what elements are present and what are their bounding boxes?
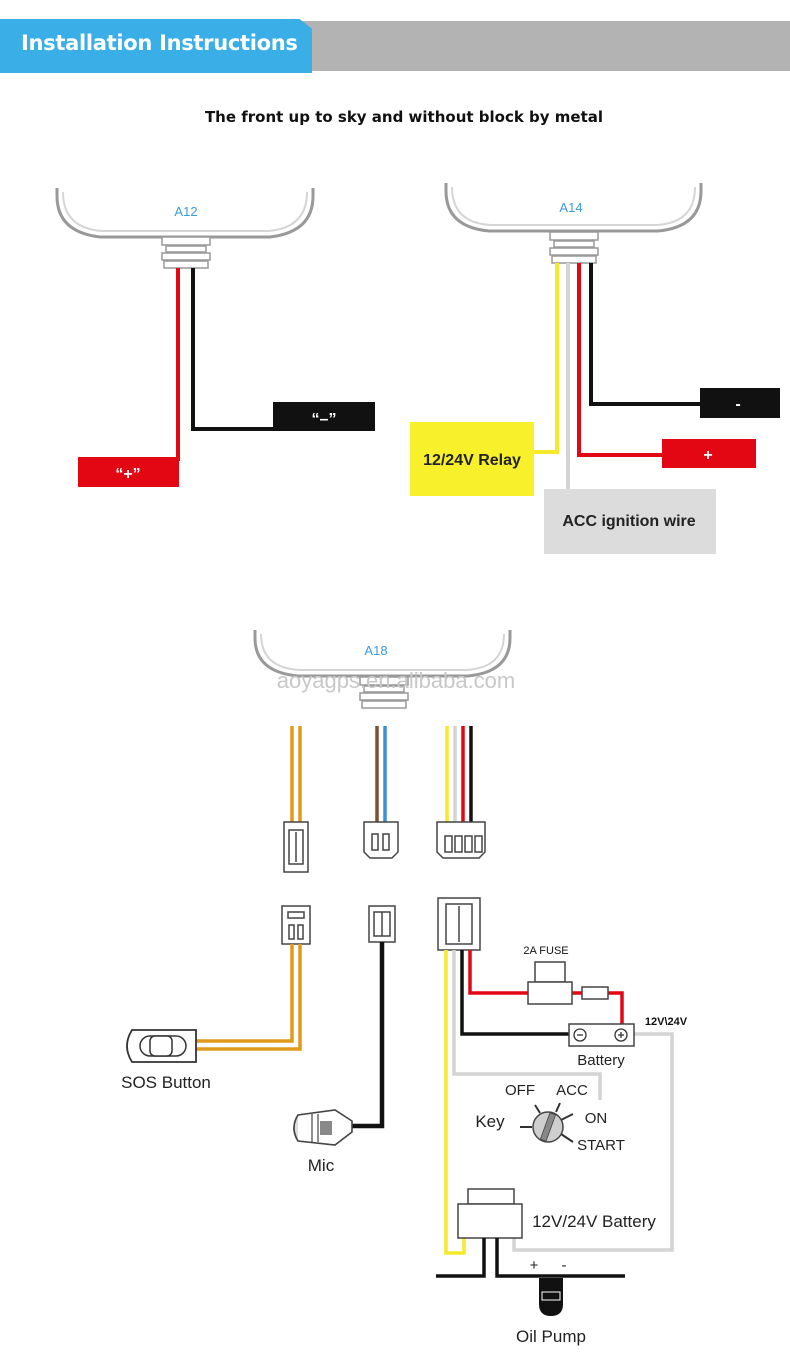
page-subtitle: The front up to sky and without block by… [204,108,604,126]
key-off-label: OFF [505,1082,535,1099]
pump-wire-right [495,1238,625,1278]
sos-button-label: SOS Button [121,1073,211,1092]
a18-gray-wire [452,950,602,1100]
battery-return-wire [512,1032,674,1252]
a18-model-label: A18 [364,643,387,658]
acc-box [544,489,716,554]
a12-black-wire [191,268,280,431]
mic-icon [293,1109,353,1146]
header-tab [0,19,312,73]
mic-connector-female [368,905,396,943]
battery-icon [568,1023,635,1047]
oil-pump-icon [539,1278,563,1316]
acc-label: ACC ignition wire [562,513,695,530]
a12-minus-tag [273,402,375,431]
a12-plus-label: “+” [115,466,140,483]
watermark: aoyagps.en.alibaba.com [277,668,516,693]
key-on-label: ON [585,1110,608,1127]
sos-connector-female [281,905,311,945]
a18-red-wire-3 [608,991,624,1026]
device-a14: A14 [444,183,703,264]
power-connector-male [436,821,486,859]
a14-minus-tag [700,388,780,418]
relay-label: 12/24V Relay [423,452,521,469]
voltage-label: 12V\24V [645,1016,688,1028]
oil-pump-label: Oil Pump [516,1327,586,1346]
a14-black-wire [589,263,702,406]
pump-wire-left [436,1238,486,1278]
sos-connector-male [283,821,309,873]
power-cable-stub [445,726,473,822]
mic-wire [346,942,385,1129]
power-connector-female [437,897,481,951]
a14-yellow-wire [530,263,559,454]
sos-cable-stub [290,726,302,822]
a14-plus-label: + [703,447,712,464]
device-a18: A18 [253,630,512,709]
a14-model-label: A14 [559,200,582,215]
a14-minus-label: - [735,396,740,413]
relay-box [410,422,534,496]
a12-model-label: A12 [174,204,197,219]
a12-plus-tag [78,457,179,487]
device-a12: A12 [55,188,315,269]
mic-label: Mic [308,1156,335,1175]
page-title: Installation Instructions [21,31,298,55]
vehicle-battery-label: 12V/24V Battery [532,1212,656,1231]
vehicle-battery-icon [457,1188,523,1239]
a18-red-wire [468,950,528,995]
a18-yellow-wire [444,950,466,1255]
mic-connector-male [363,821,399,859]
pump-plus-label: + [530,1257,539,1274]
fuse-icon [527,961,609,1005]
pump-minus-label: - [562,1257,567,1274]
a18-black-wire [460,950,570,1036]
a14-plus-tag [662,439,756,468]
key-start-label: START [577,1137,625,1154]
key-acc-label: ACC [556,1082,588,1099]
sos-button-icon [126,1029,197,1063]
sos-wire-a [196,944,294,1043]
key-label: Key [475,1112,505,1131]
a12-red-wire [90,268,180,461]
a12-minus-label: “–” [312,411,337,428]
a14-red-wire [577,263,665,457]
sos-wire-b [196,944,302,1051]
battery-label: Battery [577,1052,625,1069]
ignition-key-icon [520,1102,574,1143]
fuse-label: 2A FUSE [523,945,568,957]
mic-cable-stub [375,726,387,822]
